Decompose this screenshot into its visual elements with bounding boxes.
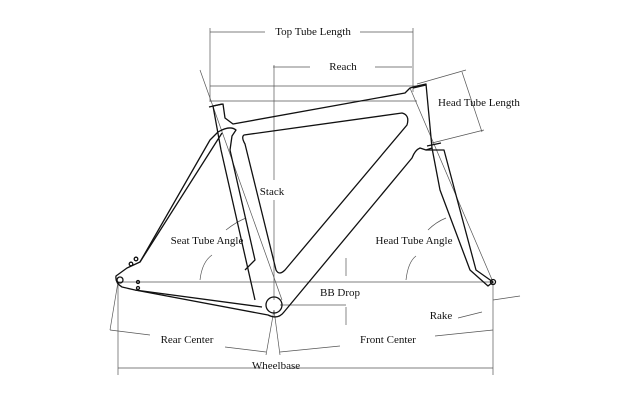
label-front-center: Front Center [360,334,416,346]
label-head-tube-length: Head Tube Length [438,97,520,109]
label-wheelbase: Wheelbase [252,360,300,372]
dimension-lines [109,28,521,375]
rear-axle [116,276,124,284]
label-reach: Reach [329,61,357,73]
front-axle [489,278,497,286]
labels: Top Tube Length Reach Head Tube Length S… [161,26,521,372]
label-rear-center: Rear Center [161,334,214,346]
label-head-tube-angle: Head Tube Angle [376,235,453,247]
frame-outline [115,83,497,318]
label-seat-tube-angle: Seat Tube Angle [171,235,244,247]
label-rake: Rake [430,310,453,322]
label-bb-drop: BB Drop [320,287,361,299]
label-top-tube-length: Top Tube Length [275,26,351,38]
label-stack: Stack [260,186,285,198]
bottom-bracket [265,296,283,314]
